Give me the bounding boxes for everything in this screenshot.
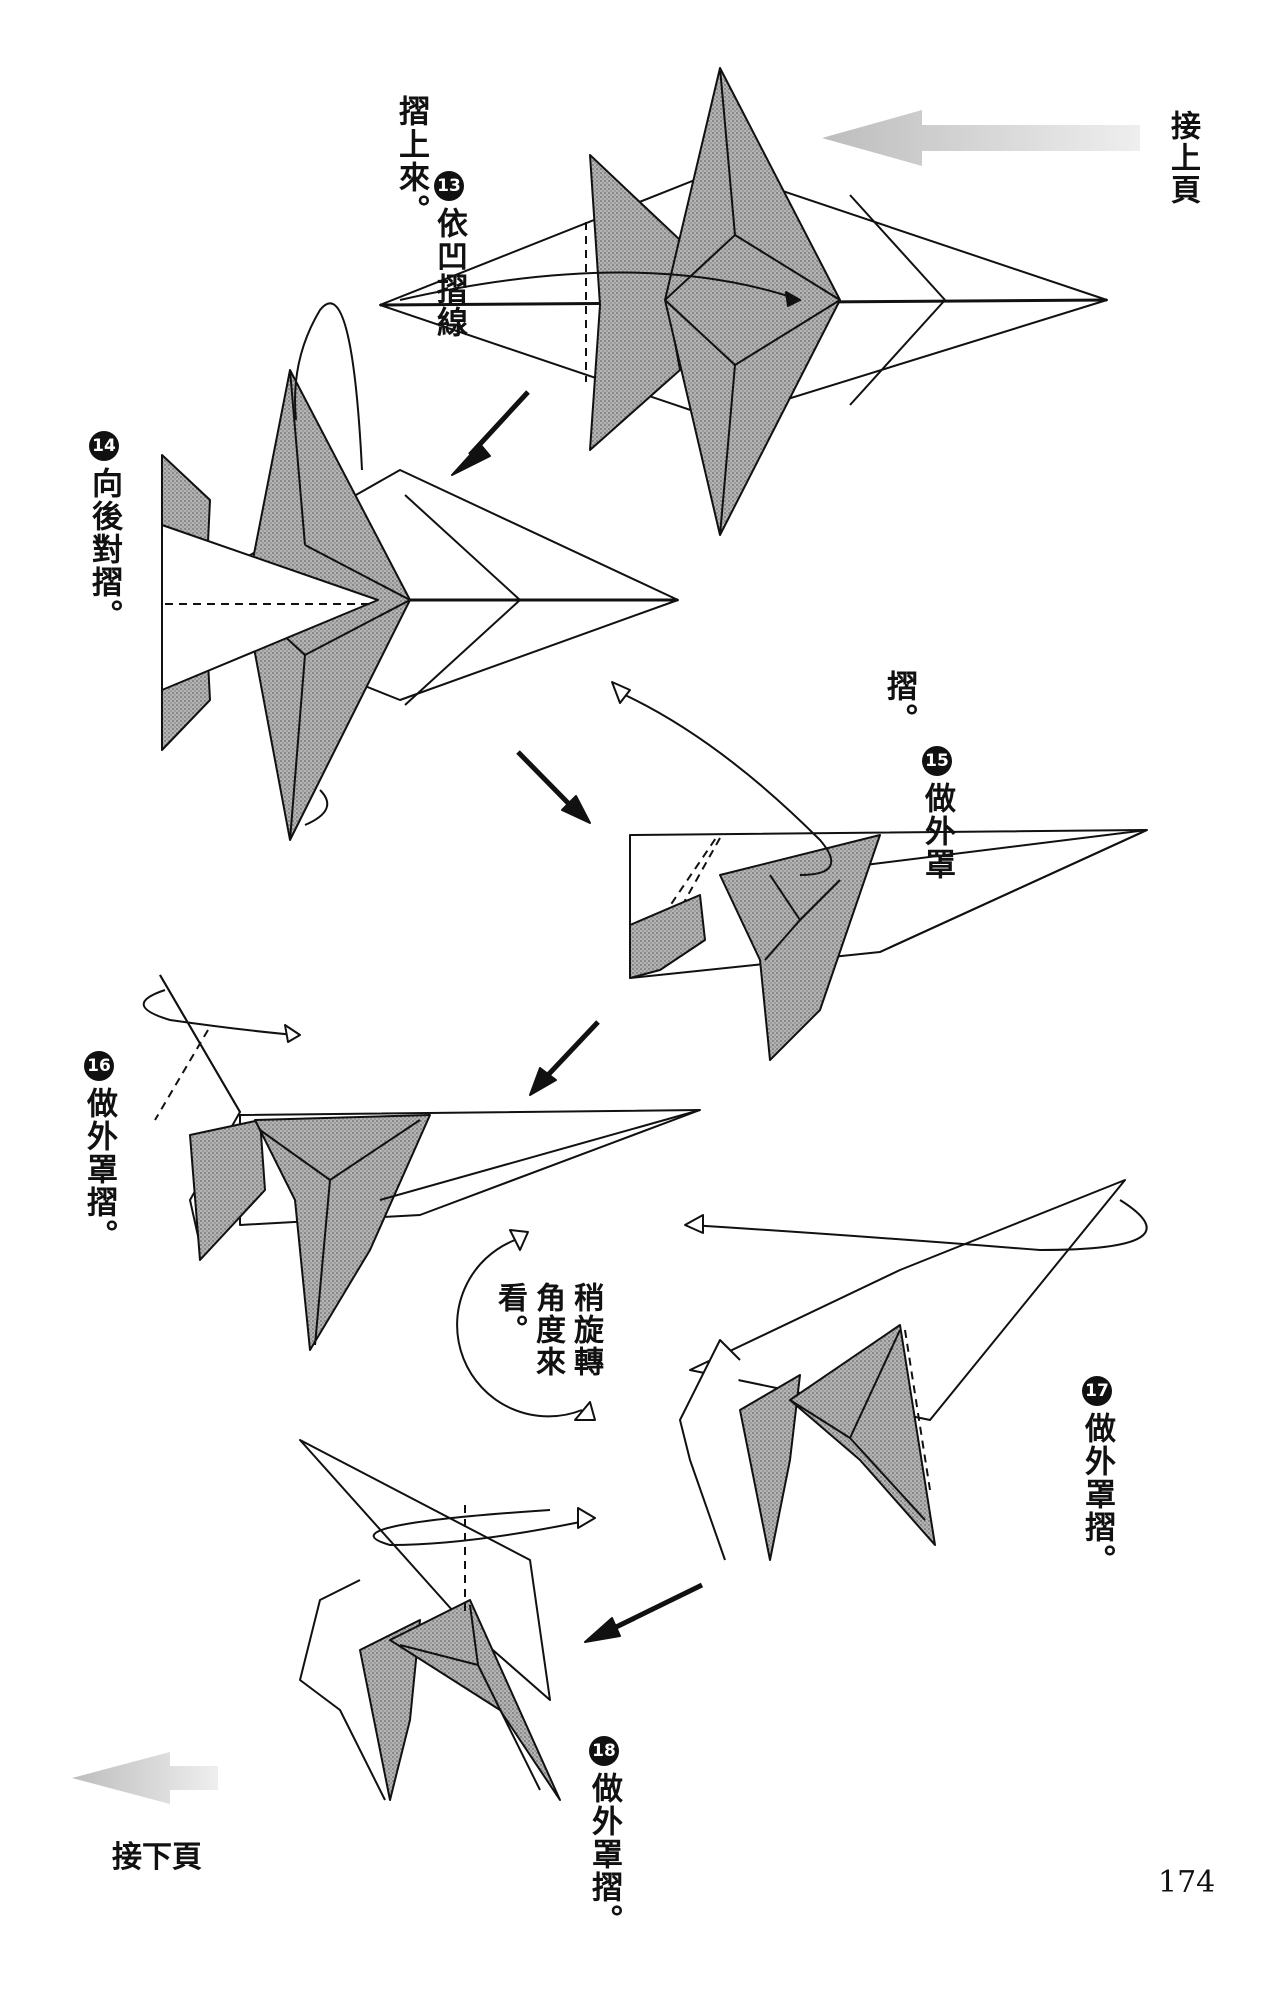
- continue-from-prev-label: 接上頁: [1165, 110, 1200, 206]
- step-17-figure: [679, 1179, 1148, 1561]
- step-15-badge: 15: [922, 746, 952, 776]
- step-16-figure: [142, 974, 701, 1351]
- step-arrow-3: [529, 1020, 600, 1096]
- step-arrow-2: [516, 750, 591, 824]
- step-15-text: 做外罩 摺。: [881, 670, 955, 881]
- step-17-badge: 17: [1082, 1376, 1112, 1406]
- step-18-instruction: 18 做外罩摺。: [585, 1660, 661, 1937]
- step-13-instruction: 13依凹摺線 摺上來。: [392, 95, 506, 339]
- continue-arrow-top: [822, 110, 1140, 166]
- step-14-figure: [161, 302, 679, 841]
- continue-to-next-label: 接下頁: [112, 1840, 202, 1875]
- rotate-circle: [456, 1229, 596, 1421]
- step-13-text: 依凹摺線 摺上來。: [393, 95, 467, 339]
- step-14-text: 向後對摺。: [86, 467, 122, 632]
- step-arrow-1: [451, 390, 530, 476]
- continue-arrow-bottom: [72, 1752, 218, 1804]
- step-16-badge: 16: [84, 1051, 114, 1081]
- rotate-view-note: 稍旋轉 角度來 看。: [492, 1282, 603, 1378]
- step-17-instruction: 17 做外罩摺。: [1078, 1300, 1154, 1577]
- page-number: 174: [1158, 1865, 1216, 1900]
- step-13-figure: [379, 67, 1108, 536]
- step-16-instruction: 16 做外罩摺。: [80, 975, 156, 1252]
- step-arrow-4: [584, 1582, 704, 1643]
- step-15-instruction: 15做外罩 摺。: [880, 670, 994, 881]
- step-17-text: 做外罩摺。: [1079, 1412, 1115, 1577]
- step-18-text: 做外罩摺。: [586, 1772, 622, 1937]
- step-15-figure: [611, 681, 1148, 1061]
- step-13-badge: 13: [434, 171, 464, 201]
- step-14-instruction: 14 向後對摺。: [85, 355, 161, 632]
- step-18-figure: [299, 1439, 596, 1801]
- step-16-text: 做外罩摺。: [81, 1087, 117, 1252]
- step-14-badge: 14: [89, 431, 119, 461]
- step-18-badge: 18: [589, 1736, 619, 1766]
